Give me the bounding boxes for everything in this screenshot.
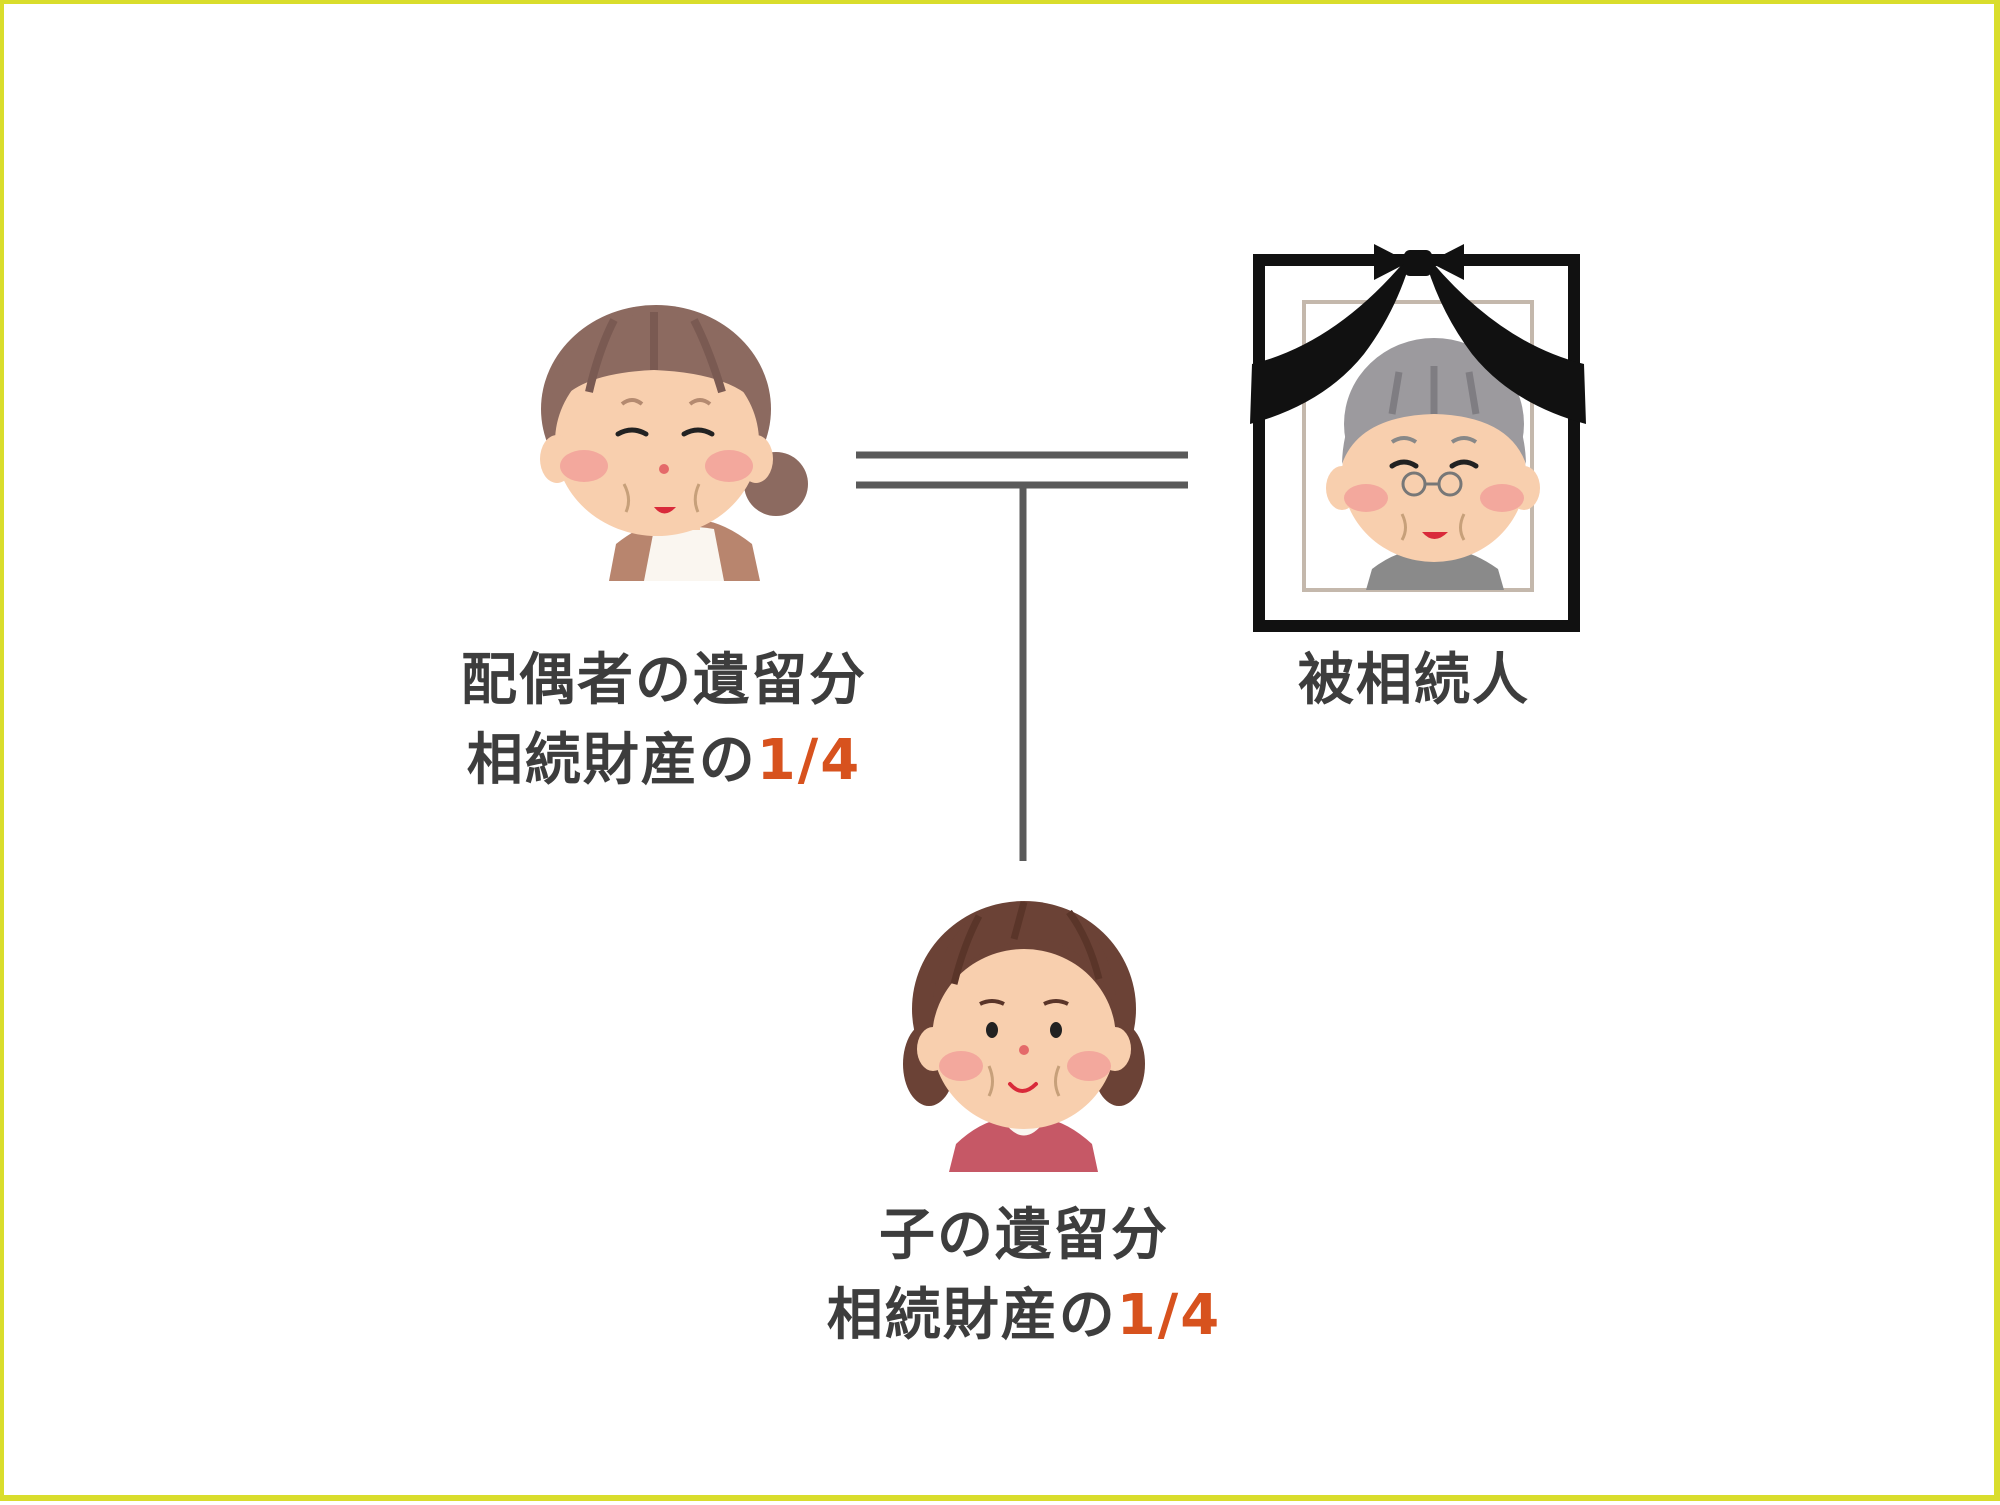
deceased-title: 被相続人 (1298, 648, 1530, 713)
spouse-share-prefix: 相続財産の (466, 728, 757, 793)
child-share-prefix: 相続財産の (826, 1283, 1117, 1348)
child-share: 相続財産の1/4 (744, 1276, 1304, 1356)
child-title: 子の遺留分 (879, 1203, 1169, 1268)
spouse-label: 配偶者の遺留分 相続財産の1/4 (384, 641, 944, 801)
elderly-woman-icon (540, 305, 808, 581)
family-connectors (856, 451, 1188, 861)
inheritance-diagram (540, 244, 1586, 1172)
spouse-share-value: 1/4 (756, 728, 862, 793)
child-label: 子の遺留分 相続財産の1/4 (744, 1196, 1304, 1356)
spouse-share: 相続財産の1/4 (384, 721, 944, 801)
deceased-label: 被相続人 (1234, 641, 1594, 721)
spouse-title: 配偶者の遺留分 (461, 648, 867, 713)
middle-aged-woman-icon (903, 901, 1145, 1172)
memorial-portrait-icon (1250, 244, 1586, 632)
child-share-value: 1/4 (1116, 1283, 1222, 1348)
